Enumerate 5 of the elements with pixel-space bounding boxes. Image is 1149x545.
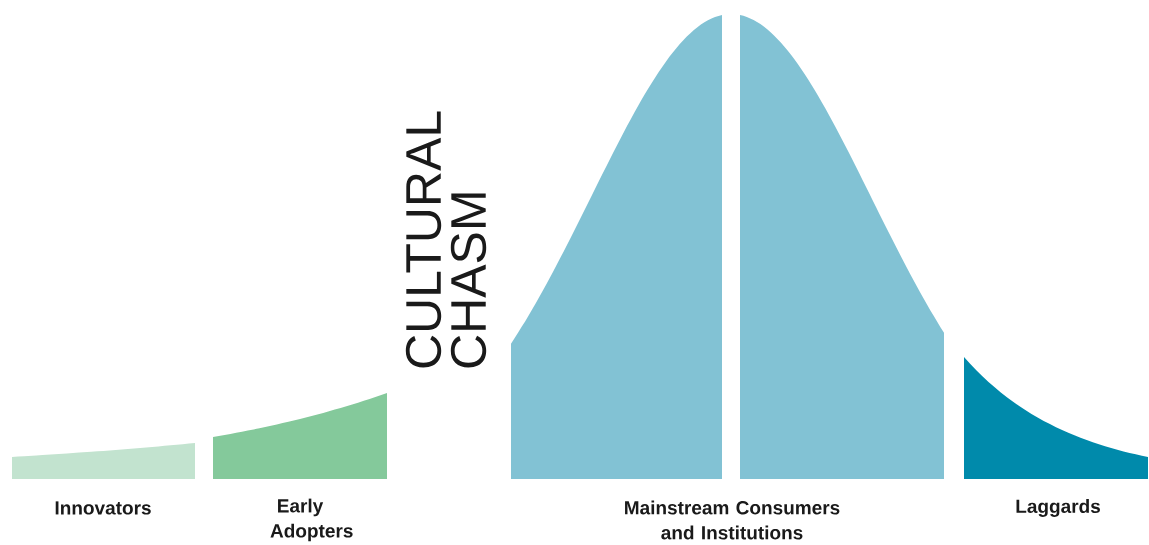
segment-label: Innovators — [55, 501, 151, 515]
rotated-heading: CULTURAL CHASM — [405, 111, 487, 368]
segment-label: Laggards — [1016, 499, 1100, 517]
segment-label: Early Adopters — [270, 498, 353, 542]
segment-label: Mainstream Consumers and Institutions — [625, 500, 840, 540]
